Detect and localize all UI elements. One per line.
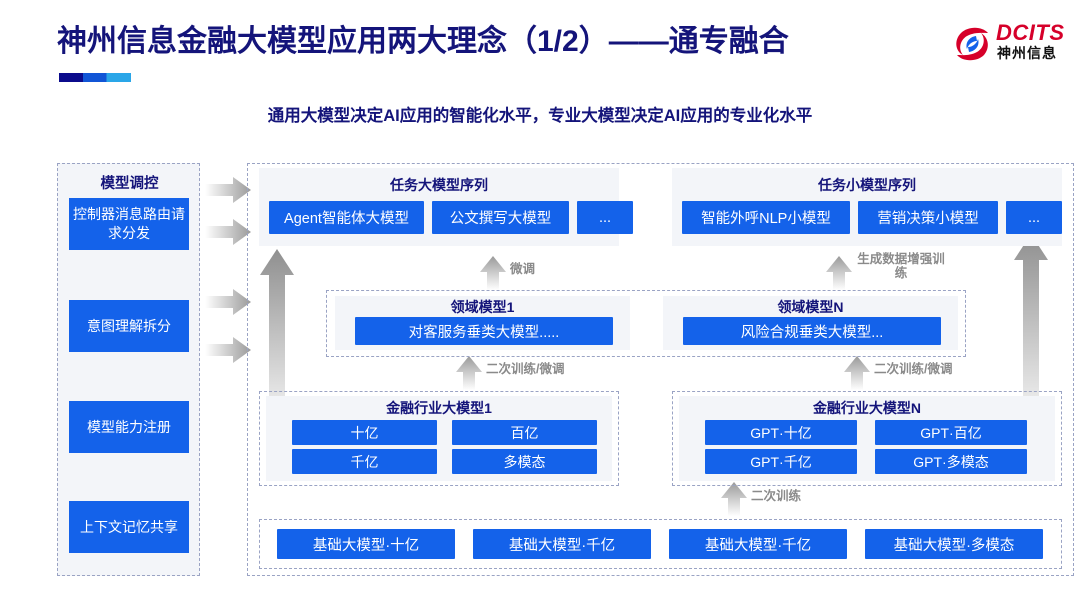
industry-1-box-baiyi[interactable]: 百亿: [452, 420, 597, 445]
task-box-doc-writing-llm[interactable]: 公文撰写大模型: [432, 201, 569, 234]
flow-label-retrain-bottom: 二次训练: [751, 489, 802, 503]
flow-arrow-up-left-tall: [260, 249, 294, 439]
flow-label-retrain-left: 二次训练/微调: [486, 362, 565, 376]
base-model-box-multimodal[interactable]: 基础大模型·多模态: [865, 529, 1043, 559]
flow-arrow-up-retrain-right: [844, 356, 870, 390]
flow-arrow-right-4: [205, 337, 251, 363]
domain-model-1-box[interactable]: 对客服务垂类大模型.....: [355, 317, 613, 345]
task-box-outbound-nlp-small[interactable]: 智能外呼NLP小模型: [682, 201, 850, 234]
base-model-box-qianyi-2[interactable]: 基础大模型·千亿: [669, 529, 847, 559]
base-model-box-qianyi-1[interactable]: 基础大模型·千亿: [473, 529, 651, 559]
industry-model-1-title: 金融行业大模型1: [386, 400, 492, 416]
industry-model-n-title: 金融行业大模型N: [812, 400, 922, 416]
flow-arrow-up-data-aug: [826, 256, 852, 290]
sidebar-title: 模型调控: [100, 176, 159, 192]
flow-arrow-up-right-tall: [1014, 234, 1048, 439]
industry-n-box-gpt-shiyi[interactable]: GPT·十亿: [705, 420, 857, 445]
industry-model-1-panel: 金融行业大模型1 十亿 百亿 千亿 多模态: [259, 391, 619, 486]
domain-model-layer: 领域模型1 对客服务垂类大模型..... 领域模型N 风险合规垂类大模型...: [326, 290, 966, 357]
logo-wordmark-en: DCITS: [996, 20, 1065, 45]
architecture-diagram: 微调 生成数据增强训练 二次训练/微调 二次训练/微调 二次训练 任务大模型序列…: [247, 163, 1074, 576]
domain-model-1-title: 领域模型1: [450, 299, 515, 315]
industry-model-n-panel: 金融行业大模型N GPT·十亿 GPT·百亿 GPT·千亿 GPT·多模态: [672, 391, 1062, 486]
logo-swirl-icon: [956, 27, 988, 61]
flow-label-fine-tune: 微调: [510, 262, 536, 276]
flow-arrow-up-fine-tune: [480, 256, 506, 290]
page-title: 神州信息金融大模型应用两大理念（1/2）——通专融合: [57, 25, 789, 58]
sidebar-item-context-memory[interactable]: 上下文记忆共享: [69, 501, 189, 553]
sidebar-item-intent-parsing[interactable]: 意图理解拆分: [69, 300, 189, 352]
industry-n-box-gpt-multimodal[interactable]: GPT·多模态: [875, 449, 1027, 474]
base-model-layer: 基础大模型·十亿 基础大模型·千亿 基础大模型·千亿 基础大模型·多模态: [259, 519, 1062, 569]
flow-arrow-right-3: [205, 289, 251, 315]
sidebar-model-control-panel: 模型调控 控制器消息路由请求分发 意图理解拆分 模型能力注册 上下文记忆共享: [57, 163, 200, 576]
domain-model-n-box[interactable]: 风险合规垂类大模型...: [683, 317, 941, 345]
industry-1-box-multimodal[interactable]: 多模态: [452, 449, 597, 474]
logo-wordmark-cn: 神州信息: [997, 45, 1057, 61]
industry-1-box-shiyi[interactable]: 十亿: [292, 420, 437, 445]
flow-arrow-up-retrain-left: [456, 356, 482, 390]
domain-model-n-group: 领域模型N 风险合规垂类大模型...: [663, 296, 958, 350]
task-small-model-sequence-panel: 任务小模型序列 智能外呼NLP小模型 营销决策小模型 ...: [672, 168, 1062, 246]
flow-arrow-up-retrain-bottom: [721, 482, 747, 516]
sidebar-item-controller-routing[interactable]: 控制器消息路由请求分发: [69, 198, 189, 250]
task-small-model-sequence-title: 任务小模型序列: [818, 177, 916, 193]
task-box-marketing-decision-small[interactable]: 营销决策小模型: [858, 201, 998, 234]
title-underline-rule: [59, 73, 131, 82]
dcits-logo: DCITS 神州信息: [952, 22, 1074, 70]
task-large-model-sequence-title: 任务大模型序列: [390, 177, 488, 193]
task-box-agent-llm[interactable]: Agent智能体大模型: [269, 201, 424, 234]
industry-n-box-gpt-baiyi[interactable]: GPT·百亿: [875, 420, 1027, 445]
base-model-box-shiyi[interactable]: 基础大模型·十亿: [277, 529, 455, 559]
domain-model-1-group: 领域模型1 对客服务垂类大模型.....: [335, 296, 630, 350]
industry-model-n-inner: 金融行业大模型N GPT·十亿 GPT·百亿 GPT·千亿 GPT·多模态: [679, 396, 1055, 481]
industry-1-box-qianyi[interactable]: 千亿: [292, 449, 437, 474]
flow-label-retrain-right: 二次训练/微调: [874, 362, 953, 376]
flow-arrow-right-1: [205, 177, 251, 203]
task-large-model-sequence-panel: 任务大模型序列 Agent智能体大模型 公文撰写大模型 ...: [259, 168, 633, 246]
sidebar-item-capability-registry[interactable]: 模型能力注册: [69, 401, 189, 453]
industry-model-1-inner: 金融行业大模型1 十亿 百亿 千亿 多模态: [266, 396, 612, 481]
task-box-more-small[interactable]: ...: [1006, 201, 1062, 234]
flow-label-data-augmentation: 生成数据增强训练: [857, 252, 945, 280]
domain-model-n-title: 领域模型N: [777, 299, 844, 315]
task-box-more-large[interactable]: ...: [577, 201, 633, 234]
industry-n-box-gpt-qianyi[interactable]: GPT·千亿: [705, 449, 857, 474]
page-subtitle: 通用大模型决定AI应用的智能化水平，专业大模型决定AI应用的专业化水平: [267, 107, 813, 125]
flow-arrow-right-2: [205, 219, 251, 245]
